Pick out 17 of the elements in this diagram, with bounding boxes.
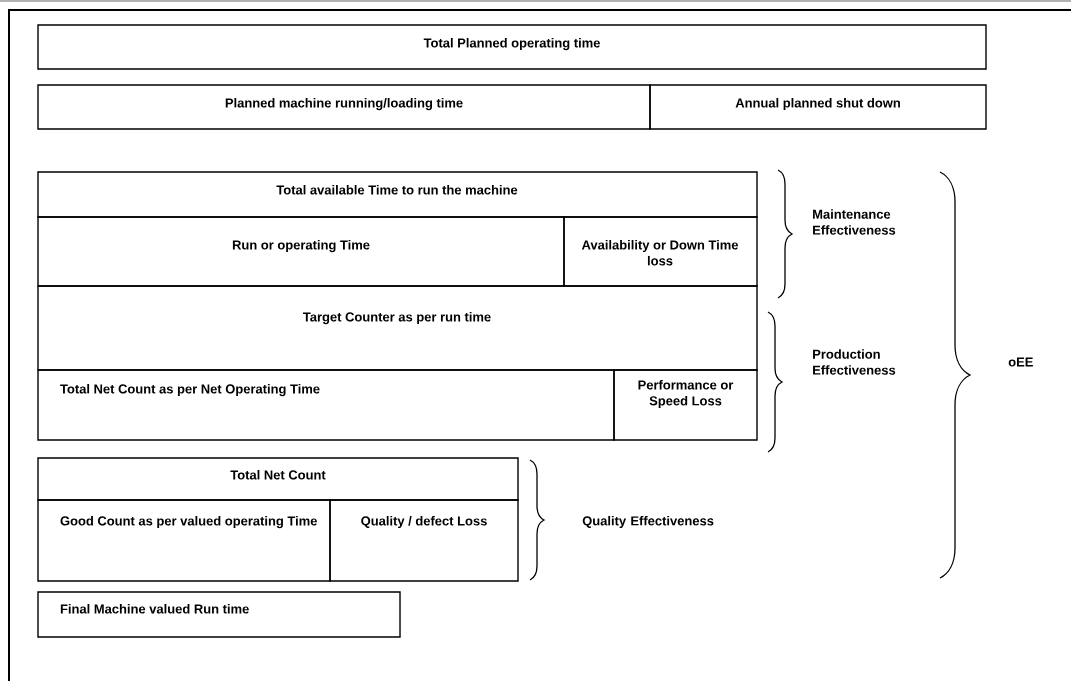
- bracket-label: Maintenance Effectiveness: [813, 209, 896, 235]
- table-cell: Quality / defect Loss: [329, 499, 519, 582]
- table-cell: Good Count as per valued operating Time: [37, 499, 331, 582]
- table-cell: Availability or Down Time loss: [563, 216, 758, 287]
- table-cell: Run or operating Time: [37, 216, 565, 287]
- bracket-label: Production Effectiveness: [813, 349, 896, 375]
- table-cell: Annual planned shut down: [649, 84, 987, 130]
- table-cell: Total available Time to run the machine: [37, 171, 758, 218]
- bracket-label: Quality Effectiveness: [582, 515, 714, 529]
- table-cell: Final Machine valued Run time: [37, 591, 401, 638]
- table-cell: Target Counter as per run time: [37, 285, 758, 371]
- bracket-label: oEE: [1008, 357, 1033, 367]
- table-cell: Total Net Count: [37, 457, 519, 501]
- table-cell: Planned machine running/loading time: [37, 84, 651, 130]
- table-cell: Total Net Count as per Net Operating Time: [37, 369, 615, 441]
- table-cell: Total Planned operating time: [37, 24, 987, 70]
- table-cell: Performance or Speed Loss: [613, 369, 758, 441]
